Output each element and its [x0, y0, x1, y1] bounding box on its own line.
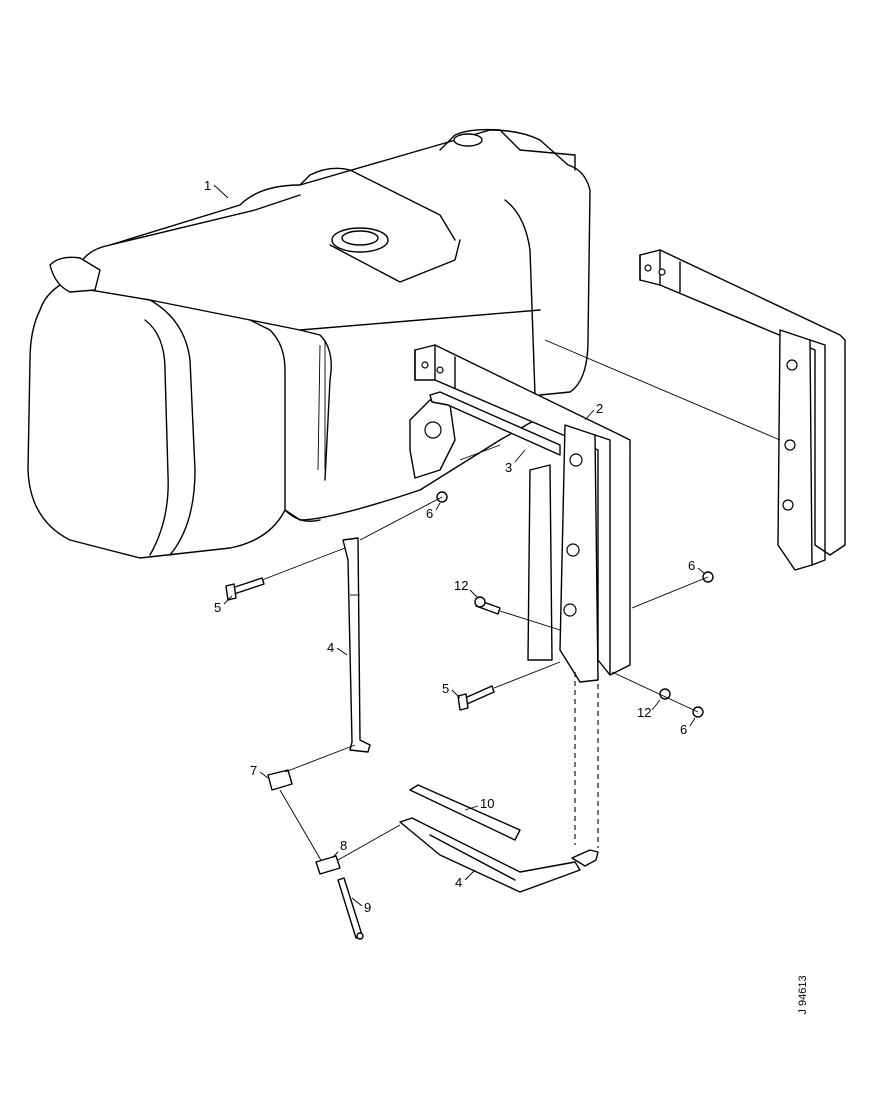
reference-code: J 94613	[797, 975, 809, 1014]
assembly-guide-line	[574, 672, 599, 848]
callout-8: 8	[340, 838, 347, 853]
fasteners	[225, 491, 714, 940]
callout-2: 2	[596, 401, 603, 416]
callout-5-upper: 5	[214, 600, 221, 615]
callout-6-upper: 6	[426, 506, 433, 521]
strap-upper	[342, 537, 371, 753]
callout-3: 3	[505, 460, 512, 475]
callout-6-right: 6	[688, 558, 695, 573]
fuel-tank	[27, 128, 591, 559]
rear-bracket	[544, 249, 846, 571]
callout-12-upper: 12	[454, 578, 468, 593]
callout-5-lower: 5	[442, 681, 449, 696]
callout-1: 1	[204, 178, 211, 193]
callouts: 1 2 3 4 4 5 5 6 6 6 7 8 9 10 12 12	[204, 178, 705, 915]
callout-10: 10	[480, 796, 494, 811]
front-bracket	[414, 344, 631, 683]
callout-12-lower: 12	[637, 705, 651, 720]
callout-4-lower: 4	[455, 875, 462, 890]
callout-4-upper: 4	[327, 640, 334, 655]
strap-lower	[399, 784, 599, 893]
callout-7: 7	[250, 763, 257, 778]
callout-6-lower: 6	[680, 722, 687, 737]
callout-9: 9	[364, 900, 371, 915]
